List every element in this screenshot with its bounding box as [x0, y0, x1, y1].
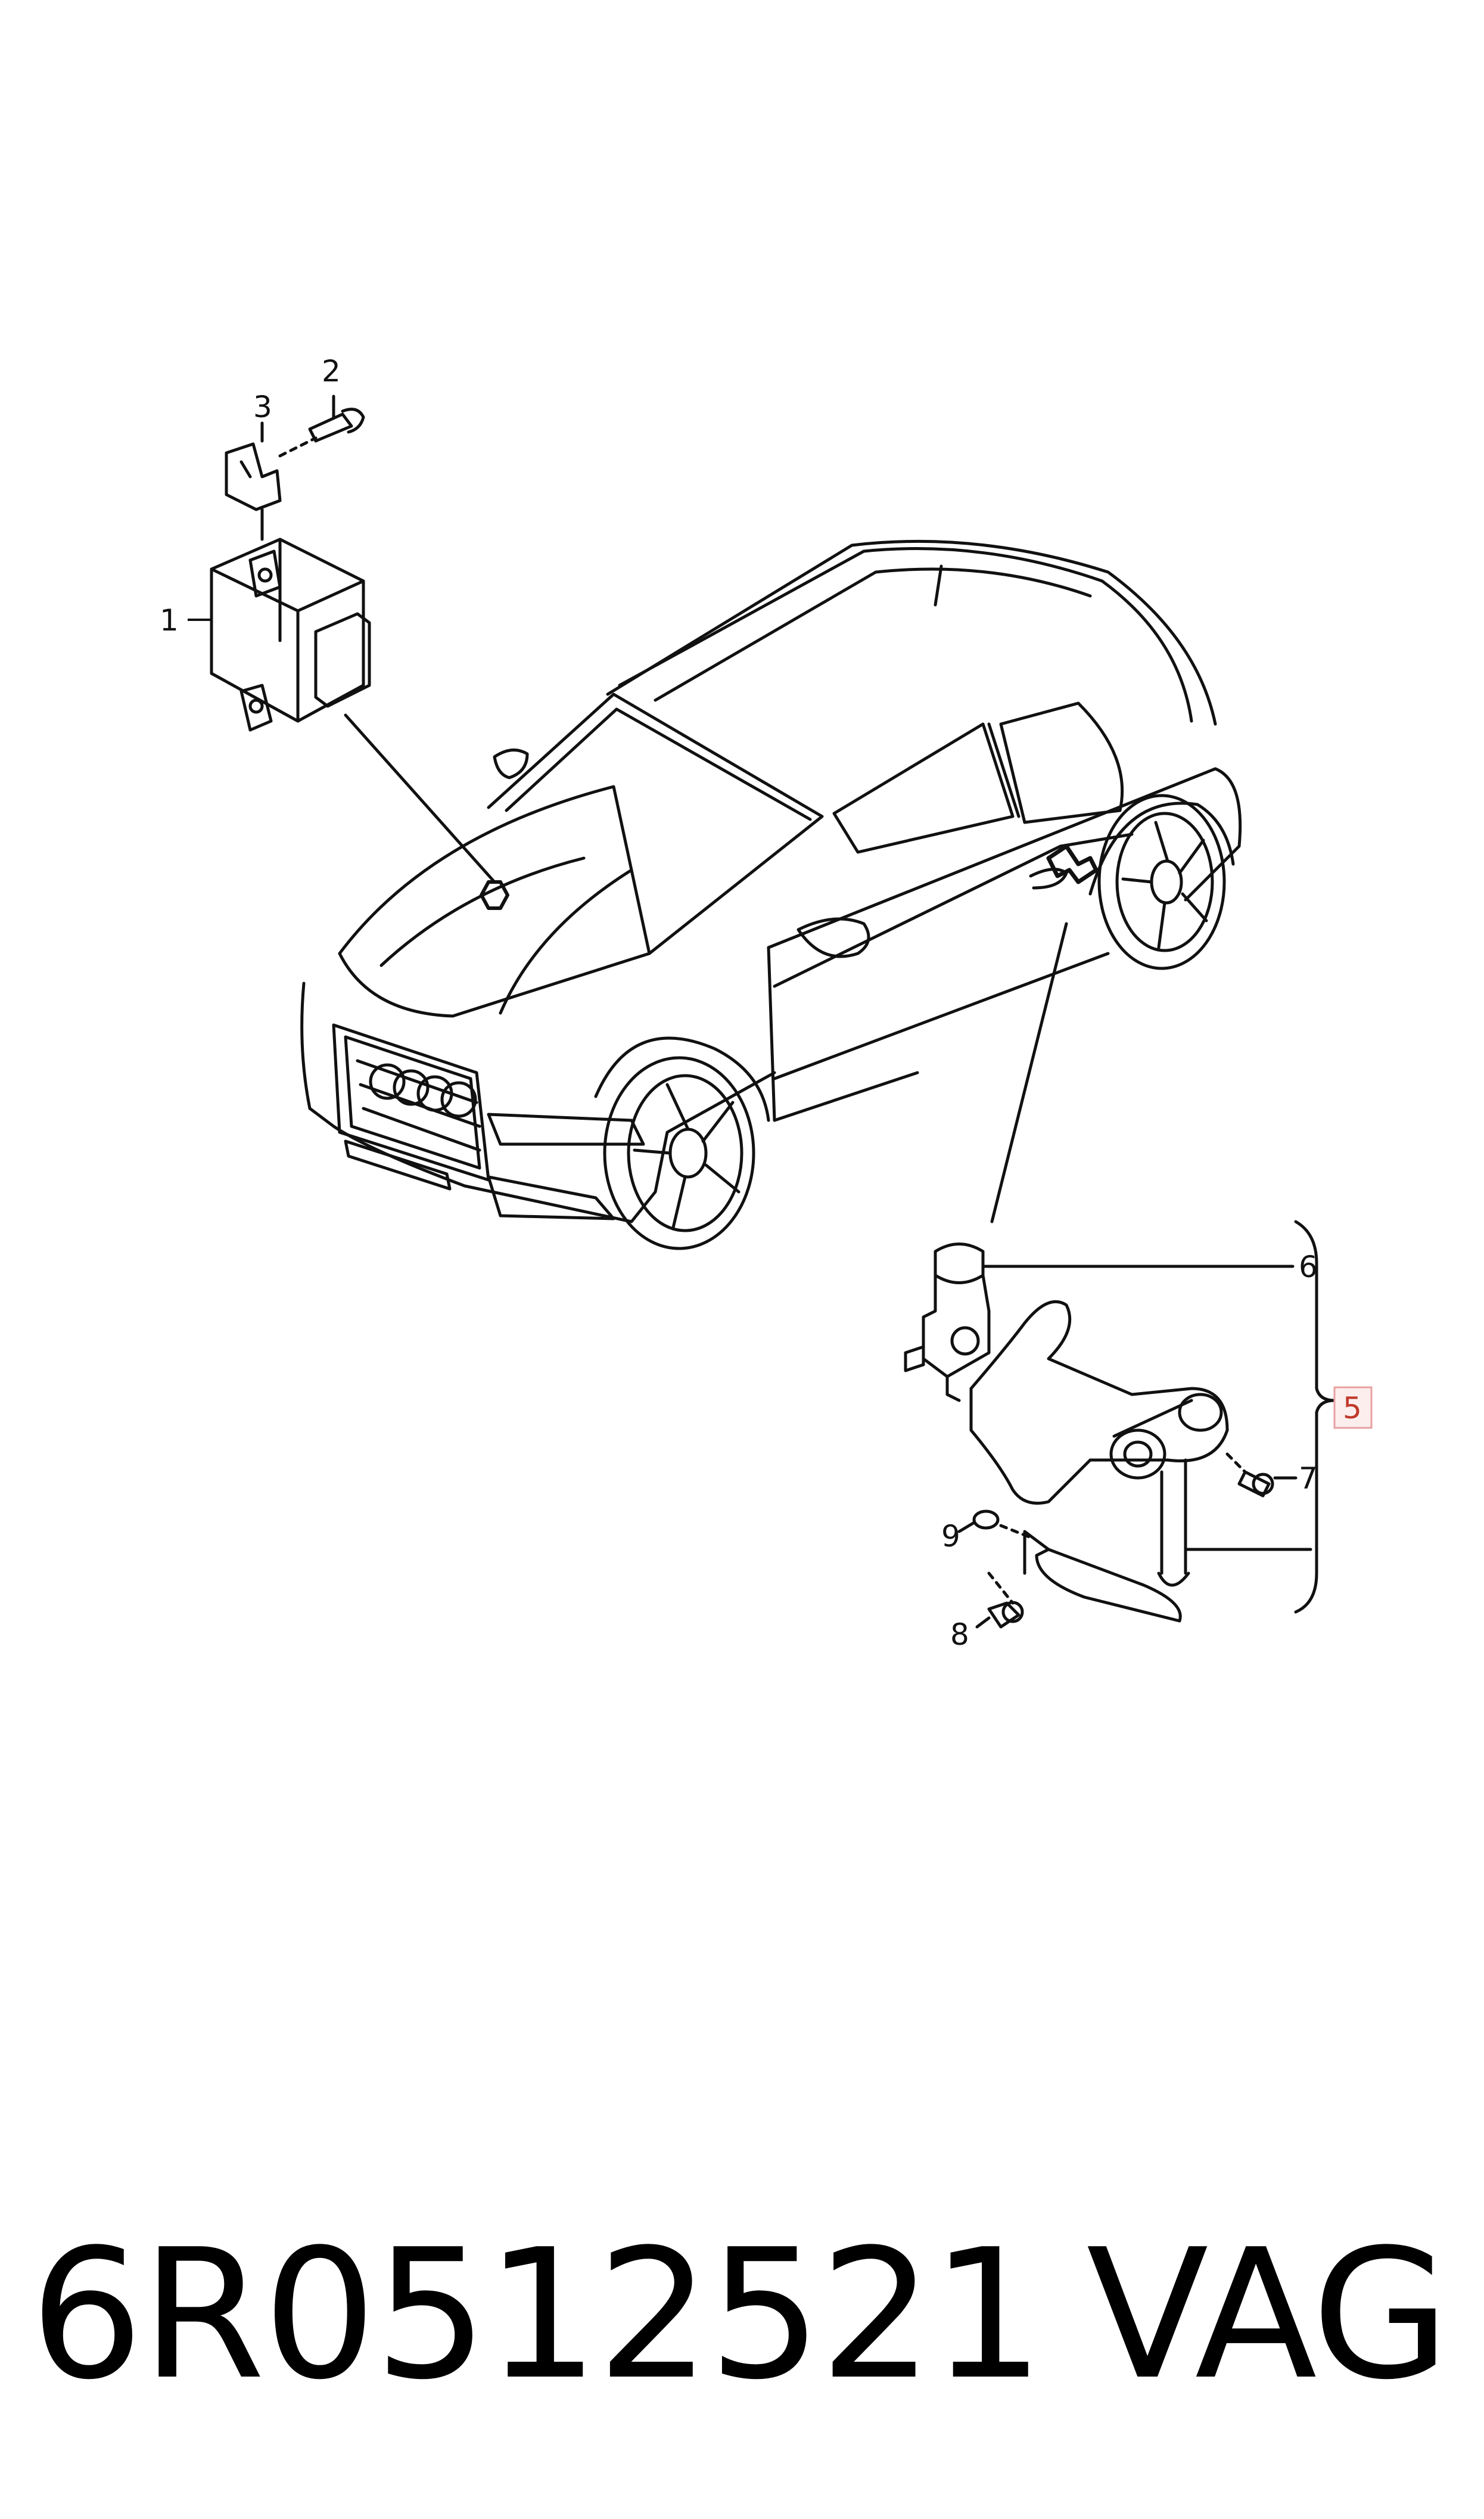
callout-9: 9 — [941, 1519, 960, 1554]
level-sensor-assembly — [904, 1220, 1336, 1629]
callout-5-highlight-box — [1333, 1386, 1373, 1429]
footer: 6R0512521 VAG — [30, 2217, 1460, 2414]
callout-6: 6 — [1299, 1250, 1318, 1284]
control-module — [210, 538, 509, 910]
clip-and-screw — [225, 395, 365, 541]
brand-label: VAG — [1086, 2211, 1450, 2419]
callout-3: 3 — [253, 390, 272, 424]
callout-1: 1 — [160, 603, 179, 638]
car-illustration — [300, 539, 1242, 1250]
callout-2: 2 — [322, 354, 341, 389]
part-number: 6R0512521 — [30, 2211, 1044, 2419]
callout-7: 7 — [1299, 1461, 1318, 1496]
callout-8: 8 — [950, 1617, 969, 1652]
callout-5: 5 — [1343, 1391, 1362, 1425]
